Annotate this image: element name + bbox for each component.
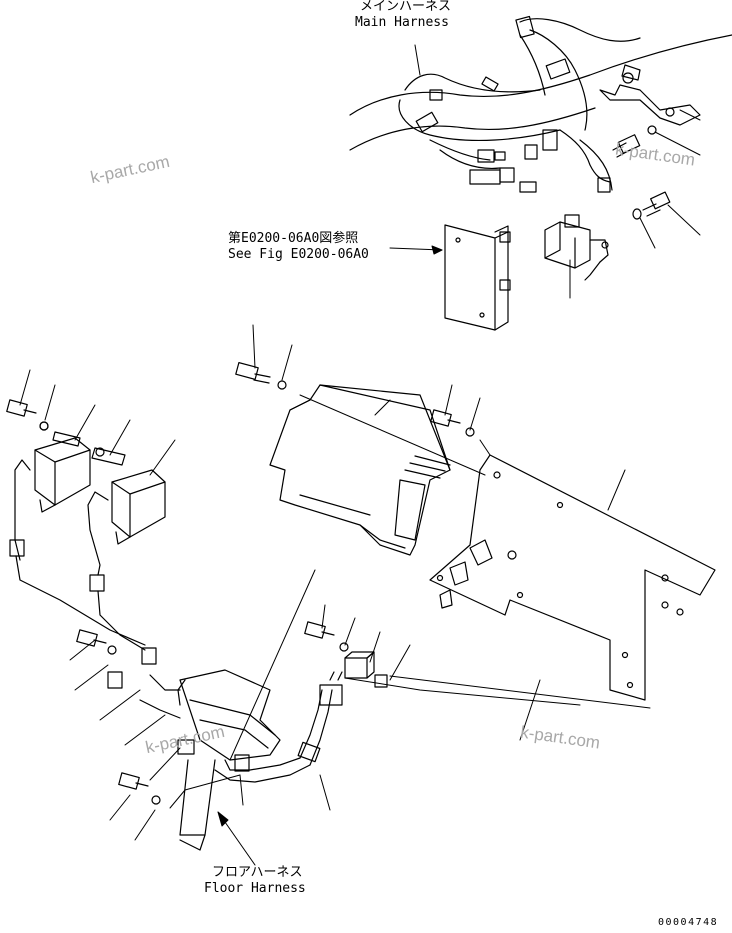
leader-lines-upper	[389, 44, 701, 299]
main-harness-connectors	[469, 15, 611, 193]
main-harness	[349, 18, 732, 191]
bolt-upper-2	[632, 191, 671, 220]
drawing-number: 00004748	[658, 917, 719, 928]
see-fig-label-jp: 第E0200-06A0図参照	[228, 231, 359, 246]
floor-harness-label-en: Floor Harness	[204, 881, 306, 896]
bolt-lower-2	[6, 399, 49, 431]
floor-harness-connectors	[15, 555, 343, 755]
bolt-lower-3	[430, 409, 475, 437]
bolt-lower-6	[118, 772, 161, 805]
see-fig-arrow	[431, 245, 443, 255]
mounting-plate-right	[429, 454, 716, 701]
controller-panel	[444, 224, 511, 331]
harness-clamp-upper	[415, 58, 571, 151]
relay-left-upper	[9, 437, 91, 561]
see-fig-label-en: See Fig E0200-06A0	[228, 247, 369, 262]
leader-lines-lower	[19, 324, 626, 841]
connection-lines	[169, 394, 651, 809]
floor-harness-label-jp: フロアハーネス	[212, 865, 303, 880]
mounting-plate-center	[269, 384, 451, 556]
bolt-lower-5	[304, 621, 349, 652]
ground-strap-upper	[599, 64, 701, 126]
main-harness-label-jp: メインハーネス	[360, 0, 452, 14]
bolt-lower-1	[235, 362, 287, 390]
floor-harness-arrow	[217, 811, 256, 866]
bolt-upper-1	[612, 125, 657, 158]
bolt-lower-4	[76, 629, 117, 655]
small-relay-center	[344, 651, 388, 688]
main-harness-label-en: Main Harness	[355, 15, 449, 30]
relay-bracket-upper	[544, 214, 609, 281]
relay-left-lower	[87, 469, 166, 592]
